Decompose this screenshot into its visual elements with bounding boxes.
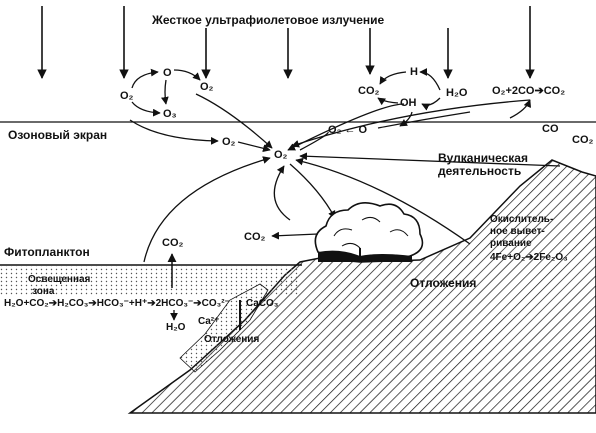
lit-zone-label-2: зона xyxy=(32,286,55,297)
uv-title: Жесткое ультрафиолетовое излучение xyxy=(151,13,385,27)
water-cycle: H CO₂ OH H₂O xyxy=(358,66,468,127)
sediment-deposits xyxy=(179,283,269,373)
cycle-arrow-2 xyxy=(131,101,161,117)
water-arrow-4 xyxy=(377,97,399,106)
water-h: H xyxy=(410,66,418,78)
central-o2: O₂ xyxy=(274,149,288,161)
deposits-right-label: Отложения xyxy=(410,276,476,290)
water-arrow-down xyxy=(399,111,413,127)
reaction-carbonate: H₂O+CO₂➔H₂CO₃➔HCO₃⁻+H⁺➔2HCO₃⁻➔CO₃²⁻ xyxy=(4,298,230,309)
deposits-left-label: Отложения xyxy=(204,334,259,345)
water-oh: OH xyxy=(400,97,417,109)
lit-zone-label-1: Освещенная xyxy=(28,274,91,285)
trees-icon xyxy=(314,202,424,262)
cycle-arrow-1 xyxy=(131,68,159,89)
arrow-o-to-central xyxy=(377,111,471,129)
oxidative-1: Окислитель- xyxy=(490,214,553,225)
cycle-arrow-3 xyxy=(173,69,201,81)
central-arrows xyxy=(129,93,561,263)
volcanic-label-2: деятельность xyxy=(438,164,521,178)
left-o2: O₂ xyxy=(222,136,236,148)
arrow-co-oxidation xyxy=(509,99,532,119)
water-arrow-3 xyxy=(421,97,441,111)
oxidative-2: ное вывет- xyxy=(490,226,545,237)
reaction-fe: 4Fe+O₂➔2Fe₂O₃ xyxy=(490,252,568,263)
water-arrow-1 xyxy=(419,68,441,91)
water-arrow-2 xyxy=(379,71,407,85)
ozone-screen-label: Озоновый экран xyxy=(8,128,107,142)
co2-water: CO₂ xyxy=(162,237,184,249)
volcanic-label-1: Вулканическая xyxy=(438,151,528,165)
water-co2: CO₂ xyxy=(358,85,380,97)
cycle-o2-left: O₂ xyxy=(120,90,134,102)
label-co: CO xyxy=(542,123,559,135)
reaction-co-oxidation: O₂+2CO➔CO₂ xyxy=(492,85,565,97)
co2-trees: CO₂ xyxy=(244,231,266,243)
h2o-product: H₂O xyxy=(166,322,186,333)
oxidative-3: ривание xyxy=(490,238,532,249)
phytoplankton-label: Фитопланктон xyxy=(4,245,90,259)
cycle-o: O xyxy=(163,67,172,79)
ca-ion: Ca²⁺ xyxy=(198,316,219,327)
uv-rays xyxy=(37,6,535,79)
arrow-trees-co2 xyxy=(271,231,319,240)
ozone-cycle: O O₂ O₃ O₂ xyxy=(120,67,214,120)
cycle-arrow-4 xyxy=(161,79,169,105)
cycle-o3: O₃ xyxy=(163,108,177,120)
label-co2-right: CO₂ xyxy=(572,134,594,146)
water-h2o: H₂O xyxy=(446,87,468,99)
caco3: CaCO₃ xyxy=(246,298,279,309)
cycle-o2-right: O₂ xyxy=(200,81,214,93)
